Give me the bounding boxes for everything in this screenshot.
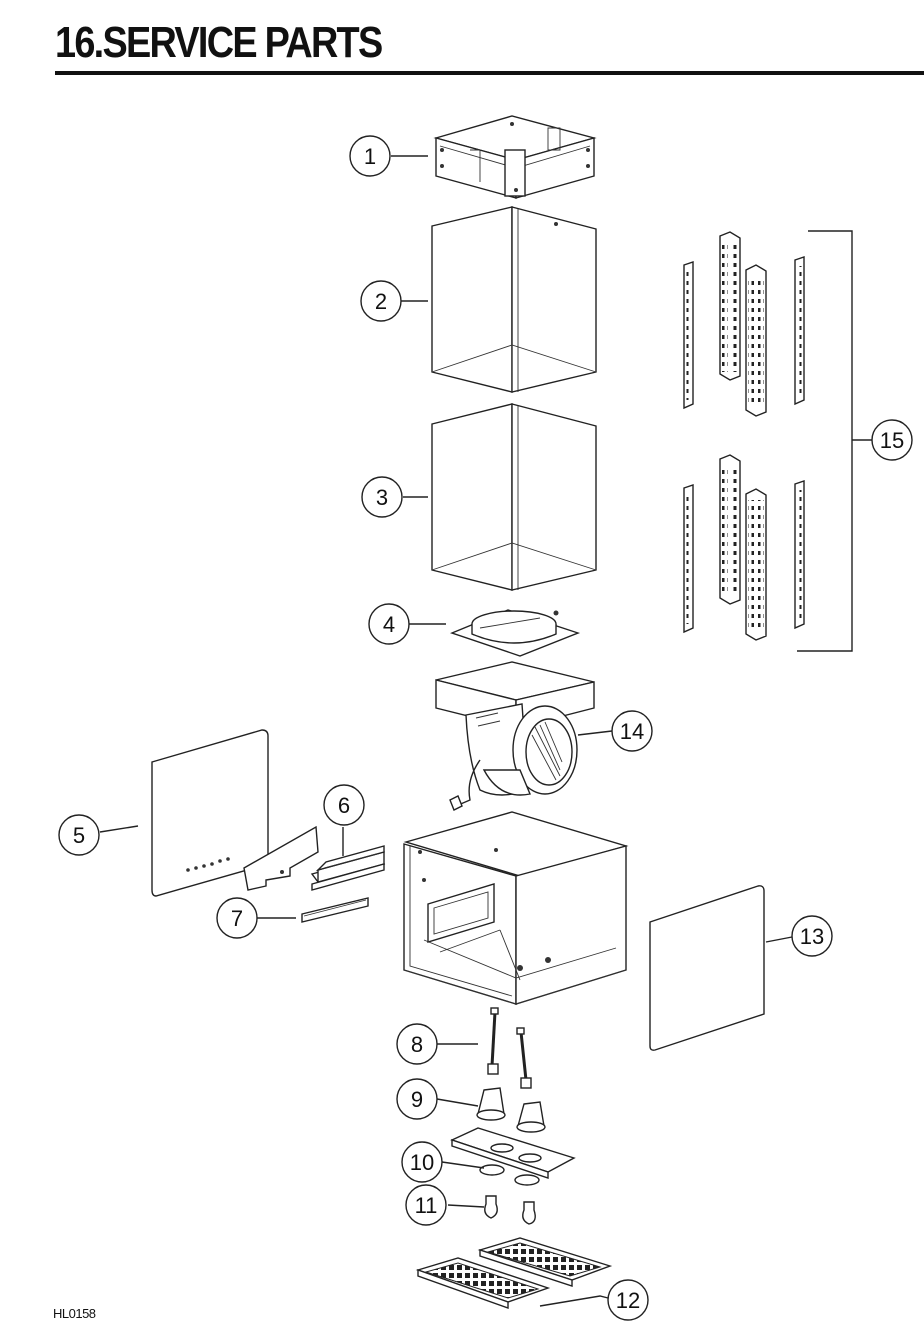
callout-5-label: 5: [73, 823, 85, 848]
part-15-trim-strips: [683, 230, 872, 652]
part-5-front-panel: [151, 729, 319, 897]
callout-15-label: 15: [880, 428, 904, 453]
callout-8: 8: [396, 1023, 438, 1065]
title-rule: [55, 71, 924, 75]
callout-9: 9: [396, 1078, 438, 1120]
part-1-mounting-bracket: [433, 115, 597, 199]
callout-14: 14: [611, 710, 653, 752]
callout-15: 15: [871, 419, 913, 461]
callout-12: 12: [607, 1279, 649, 1321]
part-3-lower-chimney-cover: [431, 403, 597, 591]
part-10-lamp-holder-plate: [450, 1127, 576, 1186]
callout-5: 5: [58, 814, 100, 856]
part-4-duct-collar: [450, 609, 581, 657]
leader-lines: [99, 155, 793, 1307]
callout-6: 6: [323, 784, 365, 826]
part-14-blower-assembly: [435, 661, 595, 811]
callout-10: 10: [401, 1141, 443, 1183]
callout-2-label: 2: [375, 289, 387, 314]
part-7-light-strip: [301, 897, 369, 923]
drawing-code: HL0158: [53, 1306, 96, 1321]
part-6-control-box: [310, 845, 386, 891]
part-13-side-panel: [649, 885, 765, 1051]
callout-3: 3: [361, 476, 403, 518]
callout-3-label: 3: [376, 485, 388, 510]
callout-7-label: 7: [231, 906, 243, 931]
callout-9-label: 9: [411, 1087, 423, 1112]
part-12-grease-filters: [415, 1237, 613, 1309]
part-9-lamp-sockets: [476, 1087, 546, 1133]
callout-7: 7: [216, 897, 258, 939]
callout-13: 13: [791, 915, 833, 957]
callout-8-label: 8: [411, 1032, 423, 1057]
callout-11: 11: [405, 1184, 447, 1226]
part-8-lamp-wires: [487, 1007, 532, 1089]
callout-1: 1: [349, 135, 391, 177]
hood-main-body: [403, 811, 629, 1005]
callout-12-label: 12: [616, 1288, 640, 1313]
callout-13-label: 13: [800, 924, 824, 949]
callout-14-label: 14: [620, 719, 644, 744]
callout-1-label: 1: [364, 144, 376, 169]
callout-11-label: 11: [415, 1193, 438, 1218]
part-11-bulbs: [484, 1195, 536, 1225]
callout-6-label: 6: [338, 793, 350, 818]
callout-4-label: 4: [383, 612, 395, 637]
part-2-upper-chimney-cover: [431, 206, 597, 393]
callout-2: 2: [360, 280, 402, 322]
callout-10-label: 10: [410, 1150, 434, 1175]
callout-4: 4: [368, 603, 410, 645]
page-title: 16.SERVICE PARTS: [55, 18, 383, 67]
